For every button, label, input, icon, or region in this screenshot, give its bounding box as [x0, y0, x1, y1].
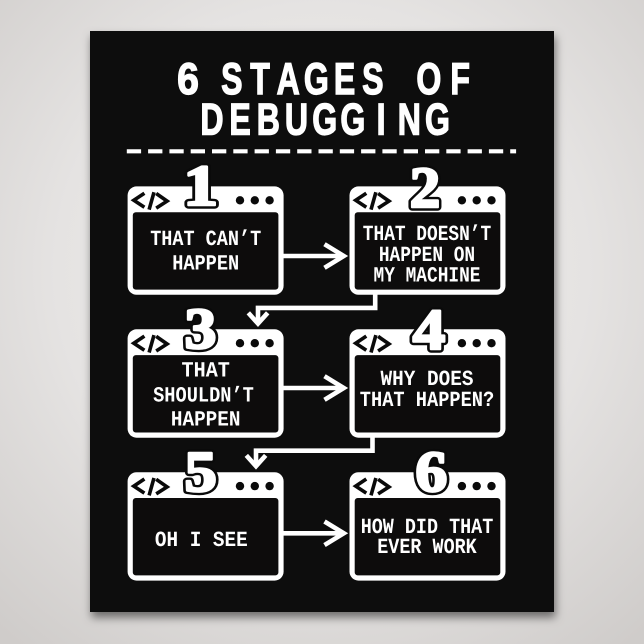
svg-text:HAPPEN: HAPPEN	[172, 252, 239, 276]
svg-text:O: O	[416, 55, 441, 104]
svg-text:D: D	[200, 95, 223, 144]
svg-text:OH I SEE: OH I SEE	[155, 529, 248, 553]
svg-text:G: G	[425, 95, 450, 144]
svg-text:MY MACHINE: MY MACHINE	[374, 264, 481, 288]
svg-text:WHY DOES: WHY DOES	[381, 368, 474, 392]
svg-text:4: 4	[413, 297, 445, 362]
svg-text:E: E	[334, 55, 355, 104]
svg-text:SHOULDN’T: SHOULDN’T	[153, 385, 254, 409]
svg-text:6: 6	[415, 439, 447, 504]
svg-text:B: B	[257, 95, 280, 144]
svg-text:F: F	[450, 55, 470, 104]
svg-text:A: A	[277, 55, 300, 104]
svg-text:I: I	[377, 95, 386, 144]
svg-text:5: 5	[184, 439, 216, 504]
svg-text:2: 2	[410, 155, 440, 220]
svg-text:THAT DOESN’T: THAT DOESN’T	[363, 223, 491, 247]
svg-text:S: S	[362, 55, 383, 104]
svg-text:THAT: THAT	[182, 360, 230, 384]
svg-text:HAPPEN: HAPPEN	[171, 409, 241, 433]
svg-text:EVER WORK: EVER WORK	[377, 536, 477, 560]
svg-text:6: 6	[177, 55, 199, 104]
svg-text:3: 3	[184, 296, 216, 361]
svg-text:5: 5	[184, 439, 216, 504]
svg-text:S: S	[221, 55, 242, 104]
svg-text:G: G	[340, 95, 365, 144]
svg-text:N: N	[398, 95, 421, 144]
svg-text:1: 1	[183, 153, 218, 218]
svg-text:E: E	[229, 95, 250, 144]
svg-text:U: U	[285, 95, 308, 144]
svg-text:THAT HAPPEN?: THAT HAPPEN?	[360, 389, 494, 413]
svg-text:3: 3	[184, 296, 216, 361]
svg-text:6: 6	[415, 439, 447, 504]
svg-text:THAT CAN’T: THAT CAN’T	[150, 228, 261, 252]
svg-text:1: 1	[183, 153, 218, 218]
svg-text:G: G	[304, 55, 329, 104]
svg-text:T: T	[250, 55, 270, 104]
svg-text:2: 2	[410, 155, 440, 220]
svg-text:HOW DID THAT: HOW DID THAT	[361, 516, 494, 540]
svg-text:4: 4	[413, 297, 445, 362]
svg-text:G: G	[312, 95, 337, 144]
svg-text:HAPPEN ON: HAPPEN ON	[379, 244, 475, 268]
